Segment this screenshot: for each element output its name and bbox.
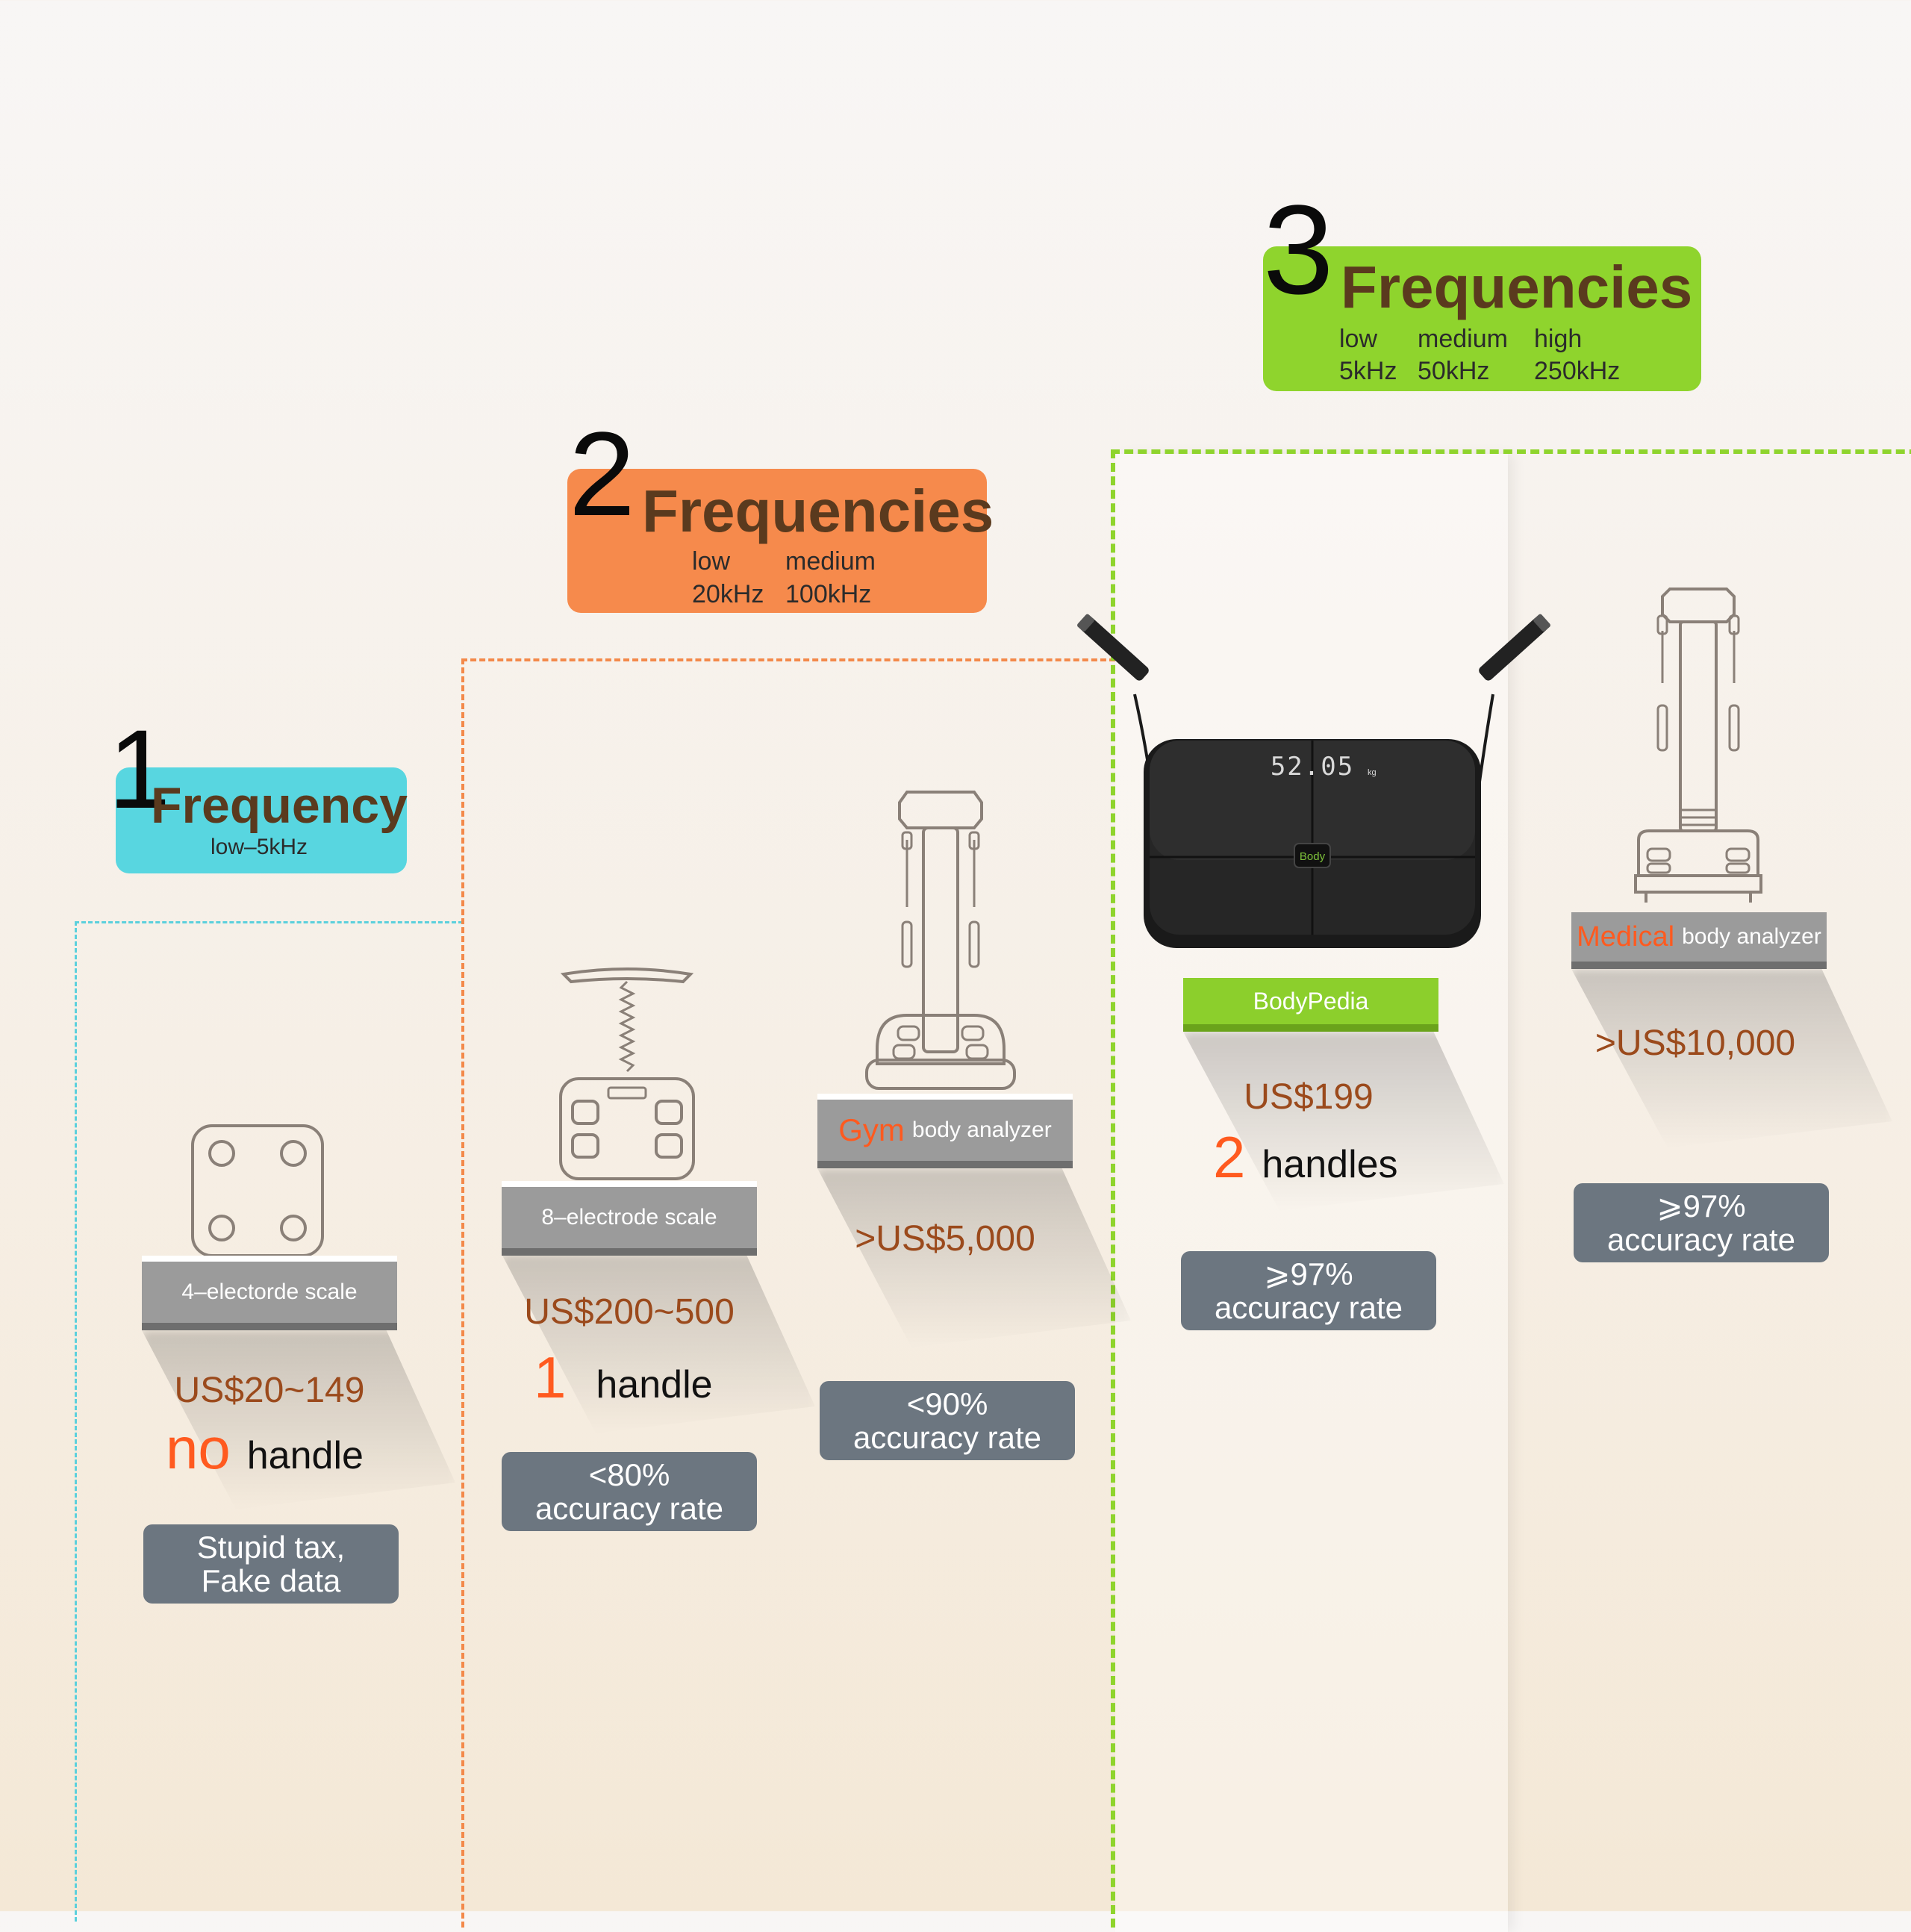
product-1-handle-count: no bbox=[166, 1415, 231, 1481]
bodypedia-brand-badge: Body bbox=[1300, 850, 1326, 863]
handle-scale-icon bbox=[559, 967, 695, 1180]
bodypedia-highlight-panel bbox=[1115, 454, 1508, 1932]
product-3-label-highlight: Gym bbox=[838, 1112, 905, 1147]
tier-1-title: Frequency bbox=[151, 777, 408, 834]
product-1-price: US$20~149 bbox=[174, 1371, 365, 1410]
product-2-label: 8–electrode scale bbox=[502, 1181, 757, 1256]
product-2-price: US$200~500 bbox=[524, 1292, 735, 1332]
product-5-label-highlight: Medical bbox=[1577, 920, 1675, 953]
product-2-info-box: <80% accuracy rate bbox=[502, 1452, 757, 1531]
product-5-info-line-2: accuracy rate bbox=[1606, 1222, 1796, 1257]
product-1-handles: no handle bbox=[166, 1415, 364, 1483]
bodypedia-weight-unit: kg bbox=[1368, 768, 1377, 777]
product-4-info-line-2: accuracy rate bbox=[1214, 1290, 1403, 1325]
tier-3-column bbox=[1111, 449, 1911, 1928]
tier-1-column bbox=[75, 921, 463, 1922]
product-4-handles: 2 handles bbox=[1213, 1124, 1398, 1191]
product-1-label: 4–electorde scale bbox=[142, 1256, 397, 1330]
product-5-info-box: ⩾97% accuracy rate bbox=[1574, 1183, 1829, 1262]
product-2-handle-word: handle bbox=[596, 1363, 713, 1406]
tier-2-number: 2 bbox=[569, 407, 635, 540]
tier-3-title: Frequencies bbox=[1341, 254, 1693, 320]
square-scale-icon bbox=[191, 1124, 324, 1257]
tier-3-medium-label: medium bbox=[1418, 325, 1508, 353]
tier-3-low-value: 5kHz bbox=[1339, 357, 1397, 385]
tier-3-medium-value: 50kHz bbox=[1418, 357, 1490, 385]
tier-2-title: Frequencies bbox=[642, 478, 994, 544]
product-1-info-line-2: Fake data bbox=[201, 1563, 341, 1598]
product-5-info-line-1: ⩾97% bbox=[1656, 1188, 1746, 1224]
tier-2-low-label: low bbox=[692, 547, 731, 576]
product-4-price: US$199 bbox=[1244, 1077, 1374, 1117]
product-3-info-line-1: <90% bbox=[906, 1386, 988, 1421]
tier-3-high-label: high bbox=[1534, 325, 1583, 353]
product-1-info-line-1: Stupid tax, bbox=[196, 1529, 346, 1565]
product-4-info-box: ⩾97% accuracy rate bbox=[1181, 1251, 1436, 1330]
bodypedia-scale-icon: Body 52.05 kg bbox=[1077, 614, 1550, 948]
gym-analyzer-icon bbox=[865, 791, 1016, 1090]
tier-2-badge bbox=[567, 469, 987, 613]
tier-3-badge bbox=[1263, 246, 1701, 391]
product-4-info-line-1: ⩾97% bbox=[1264, 1256, 1353, 1291]
medical-analyzer-icon bbox=[1634, 588, 1762, 903]
tier-2-medium-value: 100kHz bbox=[785, 580, 872, 608]
product-1-handle-word: handle bbox=[246, 1434, 364, 1477]
product-4-handle-count: 2 bbox=[1213, 1124, 1246, 1190]
product-4-label: BodyPedia bbox=[1183, 978, 1438, 1032]
product-3-price: >US$5,000 bbox=[855, 1219, 1035, 1259]
tier-3-low-label: low bbox=[1339, 325, 1378, 353]
product-5-price: >US$10,000 bbox=[1594, 1023, 1796, 1063]
bodypedia-weight-reading: 52.05 bbox=[1271, 752, 1354, 782]
product-3-info-box: <90% accuracy rate bbox=[820, 1381, 1075, 1460]
tier-1-badge bbox=[116, 767, 407, 873]
tier-3-high-value: 250kHz bbox=[1534, 357, 1621, 385]
product-3-label: Gym body analyzer bbox=[817, 1094, 1073, 1168]
tier-2-low-value: 20kHz bbox=[692, 580, 764, 608]
tier-3-number: 3 bbox=[1263, 179, 1334, 321]
product-5-label: Medical body analyzer bbox=[1571, 912, 1827, 969]
product-3-info-line-2: accuracy rate bbox=[852, 1420, 1042, 1455]
product-3-label-text: body analyzer bbox=[911, 1118, 1052, 1142]
product-2-handle-count: 1 bbox=[534, 1344, 567, 1410]
tier-2-column bbox=[461, 658, 1115, 1928]
tier-2-medium-label: medium bbox=[785, 547, 876, 576]
product-1-info-box: Stupid tax, Fake data bbox=[143, 1524, 399, 1604]
product-2-info-line-2: accuracy rate bbox=[534, 1491, 724, 1526]
product-2-handles: 1 handle bbox=[534, 1344, 713, 1412]
product-5-label-text: body analyzer bbox=[1682, 924, 1821, 949]
product-2-info-line-1: <80% bbox=[588, 1456, 670, 1492]
product-4-handle-word: handles bbox=[1262, 1143, 1398, 1186]
tier-1-frequency-range: low–5kHz bbox=[211, 835, 308, 859]
tier-1-number: 1 bbox=[108, 706, 171, 832]
